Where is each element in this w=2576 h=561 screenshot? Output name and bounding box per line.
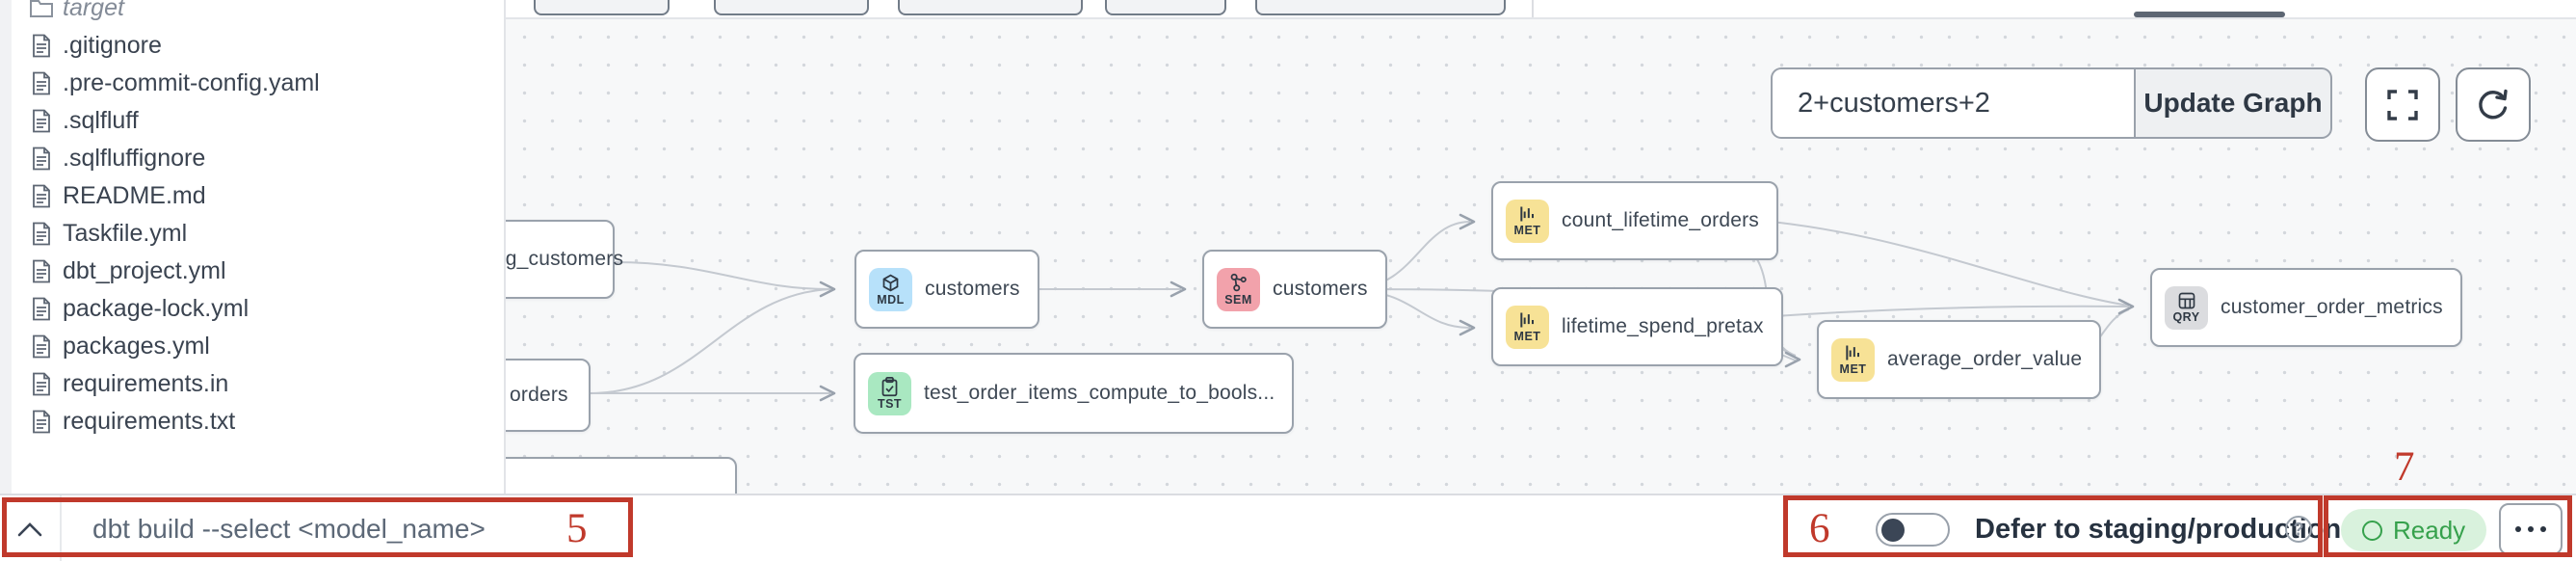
file-item[interactable]: packages.yml bbox=[0, 328, 504, 365]
dot bbox=[2515, 526, 2521, 532]
node-test-order-items[interactable]: TST test_order_items_compute_to_bools... bbox=[854, 353, 1295, 434]
node-label: customers bbox=[925, 278, 1020, 300]
node-label: average_order_value bbox=[1887, 348, 2083, 370]
dot bbox=[2528, 526, 2534, 532]
file-item[interactable]: README.md bbox=[0, 177, 504, 215]
metric-chart-icon bbox=[1519, 206, 1534, 222]
help-icon[interactable]: ? bbox=[2285, 516, 2312, 543]
node-customer-order-metrics[interactable]: QRY customer_order_metrics bbox=[2150, 268, 2462, 347]
collapse-panel-button[interactable] bbox=[10, 511, 50, 548]
file-icon bbox=[30, 109, 53, 133]
node-count-lifetime-orders[interactable]: MET count_lifetime_orders bbox=[1491, 181, 1778, 260]
metric-badge: MET bbox=[1506, 305, 1549, 349]
lineage-selector-group: Update Graph bbox=[1771, 67, 2332, 139]
file-icon bbox=[30, 222, 53, 246]
toolbar-button-1[interactable] bbox=[534, 0, 670, 15]
metric-badge: MET bbox=[1831, 337, 1875, 382]
status-badge-ready[interactable]: Ready bbox=[2341, 509, 2487, 551]
file-icon bbox=[30, 259, 53, 283]
file-item[interactable]: .pre-commit-config.yaml bbox=[0, 65, 504, 102]
toolbar-button-3[interactable] bbox=[898, 0, 1083, 15]
metric-chart-icon bbox=[1519, 312, 1534, 328]
node-lifetime-spend-pretax[interactable]: MET lifetime_spend_pretax bbox=[1491, 287, 1783, 366]
node-label: customers bbox=[1273, 278, 1368, 300]
sidebar-gutter bbox=[0, 0, 12, 494]
node-label: stg_customers bbox=[489, 248, 624, 270]
dot bbox=[2540, 526, 2546, 532]
metric-chart-icon bbox=[1845, 345, 1859, 361]
test-badge: TST bbox=[868, 371, 911, 415]
fullscreen-button[interactable] bbox=[2365, 67, 2440, 142]
node-label: test_order_items_compute_to_bools... bbox=[924, 382, 1275, 404]
query-table-icon bbox=[2178, 292, 2195, 309]
pane-divider bbox=[1532, 0, 1534, 17]
query-badge: QRY bbox=[2165, 285, 2208, 330]
node-label: customer_order_metrics bbox=[2221, 296, 2443, 318]
file-icon bbox=[30, 147, 53, 171]
file-item[interactable]: package-lock.yml bbox=[0, 290, 504, 328]
node-customers-model[interactable]: MDL customers bbox=[854, 250, 1039, 329]
file-item[interactable]: .gitignore bbox=[0, 27, 504, 65]
file-item[interactable]: .sqlfluff bbox=[0, 102, 504, 140]
top-toolbar-strip bbox=[0, 0, 2576, 19]
file-icon bbox=[30, 297, 53, 321]
model-cube-icon bbox=[882, 274, 899, 292]
toggle-knob bbox=[1881, 518, 1905, 542]
file-item[interactable]: requirements.in bbox=[0, 365, 504, 403]
test-clipboard-icon bbox=[881, 376, 898, 396]
node-label: orders bbox=[510, 384, 568, 406]
file-item[interactable]: .sqlfluffignore bbox=[0, 140, 504, 177]
semantic-graph-icon bbox=[1230, 273, 1247, 291]
file-icon bbox=[30, 184, 53, 208]
file-icon bbox=[30, 71, 53, 95]
refresh-button[interactable] bbox=[2456, 67, 2531, 142]
defer-label: Defer to staging/production bbox=[1975, 513, 2342, 545]
lineage-selector-input[interactable] bbox=[1771, 67, 2135, 139]
node-label: lifetime_spend_pretax bbox=[1562, 315, 1764, 337]
status-circle-icon bbox=[2362, 520, 2382, 541]
folder-item-target[interactable]: target bbox=[0, 0, 504, 27]
node-label: count_lifetime_orders bbox=[1562, 209, 1759, 231]
semantic-badge: SEM bbox=[1217, 267, 1260, 311]
file-list: target .gitignore .pre-commit-config.yam… bbox=[0, 0, 504, 441]
defer-toggle[interactable] bbox=[1876, 513, 1950, 547]
refresh-icon bbox=[2479, 89, 2508, 119]
toolbar-button-5[interactable] bbox=[1255, 0, 1506, 15]
file-icon bbox=[30, 372, 53, 396]
node-average-order-value[interactable]: MET average_order_value bbox=[1817, 320, 2102, 399]
file-icon bbox=[30, 34, 53, 58]
file-explorer: target .gitignore .pre-commit-config.yam… bbox=[0, 0, 506, 494]
model-badge: MDL bbox=[869, 267, 912, 311]
toolbar-button-4[interactable] bbox=[1105, 0, 1226, 15]
update-graph-button[interactable]: Update Graph bbox=[2135, 67, 2332, 139]
metric-badge: MET bbox=[1506, 199, 1549, 243]
file-icon bbox=[30, 410, 53, 434]
file-item[interactable]: Taskfile.yml bbox=[0, 215, 504, 253]
fullscreen-icon bbox=[2387, 89, 2418, 120]
folder-icon bbox=[30, 0, 53, 18]
toolbar-button-2[interactable] bbox=[714, 0, 869, 15]
file-item[interactable]: dbt_project.yml bbox=[0, 253, 504, 290]
more-options-button[interactable] bbox=[2499, 503, 2563, 555]
chevron-up-icon bbox=[17, 521, 42, 536]
command-status-bar: Defer to staging/production ? Ready bbox=[0, 494, 2576, 561]
bar-divider bbox=[60, 495, 62, 561]
file-icon bbox=[30, 334, 53, 359]
dbt-command-input[interactable] bbox=[79, 503, 618, 555]
active-tab-underline bbox=[2134, 12, 2285, 17]
file-item[interactable]: requirements.txt bbox=[0, 403, 504, 441]
node-customers-semantic[interactable]: SEM customers bbox=[1202, 250, 1387, 329]
